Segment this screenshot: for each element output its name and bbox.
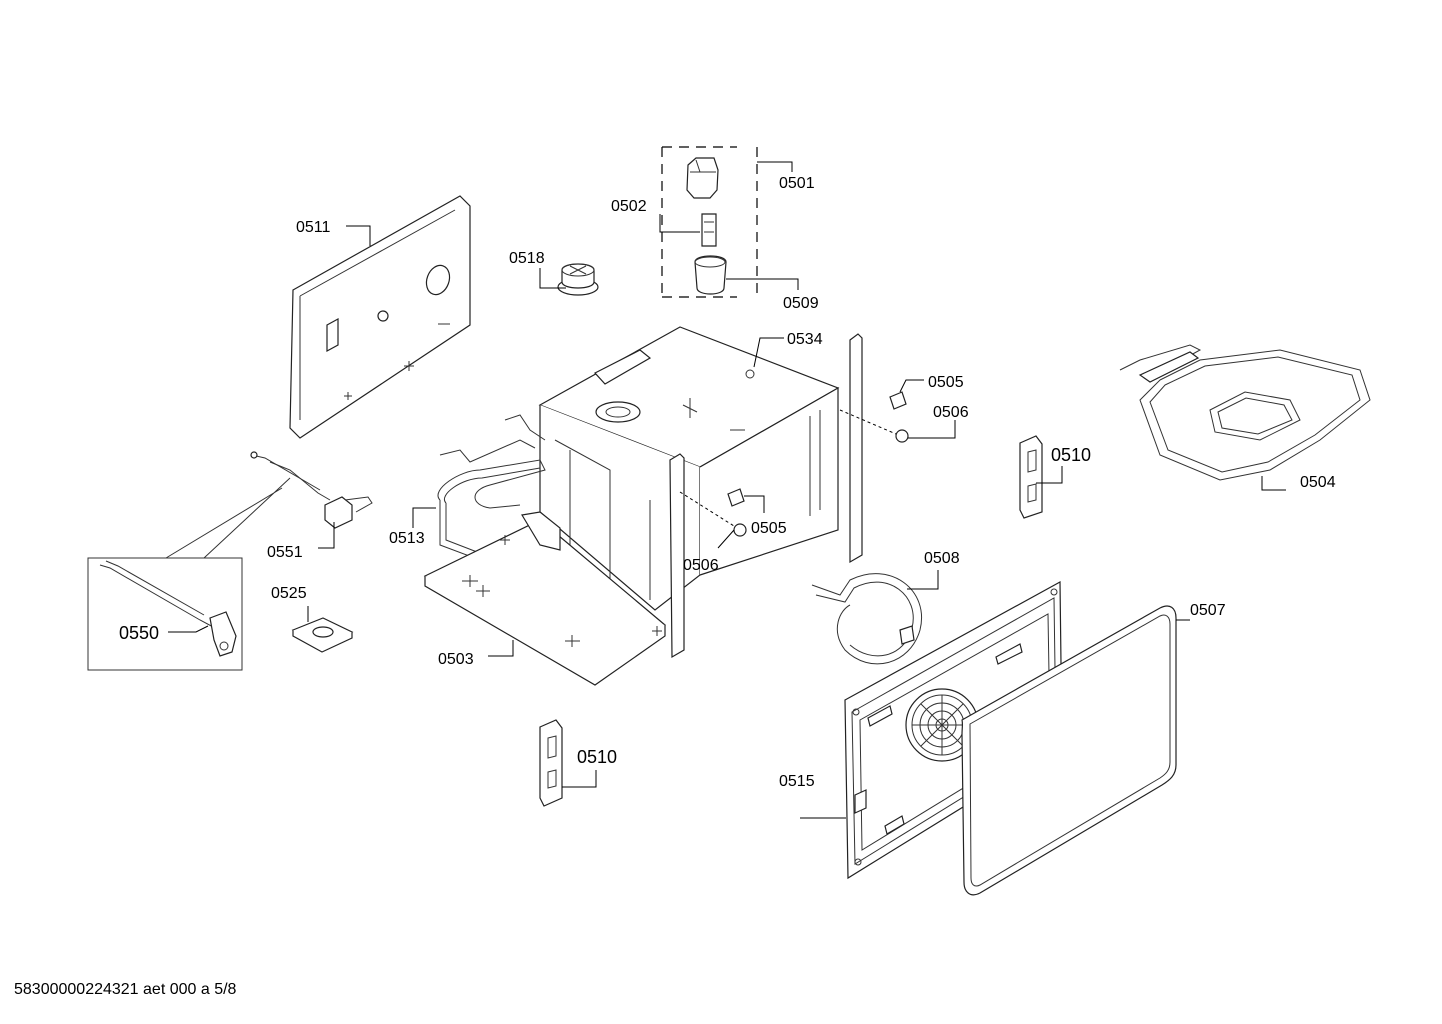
document-footer-reference: 58300000224321 aet 000 a 5/8: [14, 981, 237, 998]
label-0507: 0507: [1190, 602, 1226, 619]
label-0551: 0551: [267, 544, 303, 561]
label-0550: 0550: [119, 623, 159, 643]
part-sleeve-0505-lower: [727, 488, 765, 513]
label-0506-upper: 0506: [933, 404, 969, 421]
part-gasket-0507: [961, 605, 1190, 896]
part-cap-0506-lower: [679, 491, 747, 549]
label-0518: 0518: [509, 250, 545, 267]
label-0505-lower: 0505: [751, 520, 787, 537]
part-hinge-0510-upper: [1019, 435, 1063, 519]
label-0515: 0515: [779, 773, 815, 790]
label-0511: 0511: [296, 219, 331, 236]
label-0509: 0509: [783, 295, 819, 312]
part-bottom-plate-0503: [423, 511, 666, 686]
part-bushing-0518: [539, 263, 599, 296]
label-0508: 0508: [924, 550, 960, 567]
part-grill-element-0504: [1119, 344, 1371, 491]
label-0525: 0525: [271, 585, 307, 602]
part-cap-0509: [694, 255, 799, 295]
label-0506-lower: 0506: [683, 557, 719, 574]
label-0501: 0501: [779, 175, 815, 192]
label-0503: 0503: [438, 651, 474, 668]
part-sensor-0551: [250, 451, 373, 549]
part-cap-0506-upper: [839, 409, 956, 443]
label-0513: 0513: [389, 530, 425, 547]
label-0504: 0504: [1300, 474, 1336, 491]
callout-labels: 0501 0502 0509 0511 0518 0534 0505 0506 …: [119, 175, 1336, 790]
part-inset-0550: [87, 477, 291, 671]
part-group-0501: [661, 146, 793, 298]
label-0534: 0534: [787, 331, 823, 348]
part-knob-0502: [659, 157, 719, 247]
part-sleeve-0505-upper: [889, 379, 924, 410]
part-hinge-0510-lower: [539, 719, 597, 807]
label-0502: 0502: [611, 198, 647, 215]
part-ring-element-0508: [811, 570, 939, 665]
label-0505-upper: 0505: [928, 374, 964, 391]
part-panel-0511: [289, 195, 471, 439]
label-0510-lower: 0510: [577, 747, 617, 767]
part-nut-0525: [291, 606, 354, 653]
label-0510-upper: 0510: [1051, 445, 1091, 465]
